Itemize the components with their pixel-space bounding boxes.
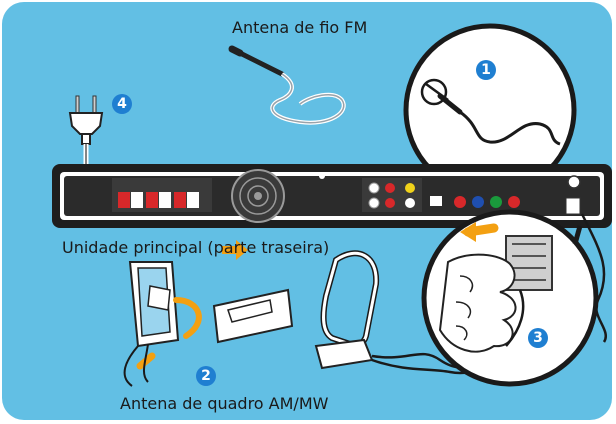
speaker-terminals [112, 178, 212, 212]
fm-antenna-label: Antena de fio FM [232, 18, 368, 37]
main-unit-label: Unidade principal (parte traseira) [62, 238, 330, 257]
antenna-base-detail [212, 288, 294, 344]
hand-icon [438, 253, 517, 353]
main-unit-rear-panel [52, 164, 612, 228]
am-connection-zoom [421, 209, 599, 387]
am-loop-antenna-icon [123, 261, 202, 387]
audio-video-jacks [362, 178, 422, 212]
step-badge-2: 2 [196, 366, 216, 386]
antenna-terminals [565, 175, 581, 215]
step-badge-1: 1 [476, 60, 496, 80]
step-badge-4: 4 [112, 94, 132, 114]
cooling-fan [231, 169, 285, 223]
fm-cable [580, 213, 607, 343]
step-badge-3: 3 [528, 328, 548, 348]
fm-wire-antenna-icon [228, 45, 346, 125]
fm-connection-zoom [403, 23, 577, 197]
component-video-jacks [430, 196, 520, 208]
am-antenna-label: Antena de quadro AM/MW [120, 394, 329, 413]
